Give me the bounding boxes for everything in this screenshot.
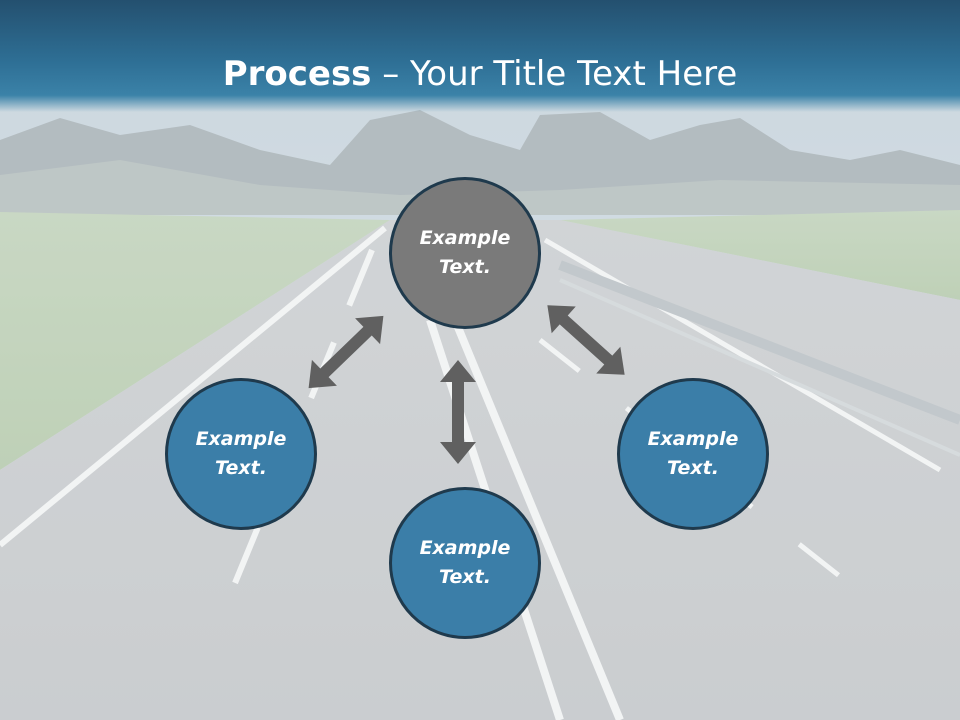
process-node-left[interactable]: Example Text. — [165, 378, 317, 530]
node-top-text: Example Text. — [419, 227, 511, 278]
page-title: Process – Your Title Text Here — [0, 52, 960, 96]
node-right-text: Example Text. — [647, 428, 739, 479]
header-bar — [0, 0, 960, 112]
node-bottom-text: Example Text. — [419, 537, 511, 588]
title-bold: Process — [222, 54, 372, 94]
double-arrow-icon — [535, 291, 637, 389]
double-arrow-icon — [440, 360, 476, 464]
process-node-bottom[interactable]: Example Text. — [389, 487, 541, 639]
process-node-right[interactable]: Example Text. — [617, 378, 769, 530]
process-node-top[interactable]: Example Text. — [389, 177, 541, 329]
node-left-text: Example Text. — [195, 428, 287, 479]
title-rest: – Your Title Text Here — [371, 54, 738, 94]
double-arrow-icon — [296, 302, 396, 402]
